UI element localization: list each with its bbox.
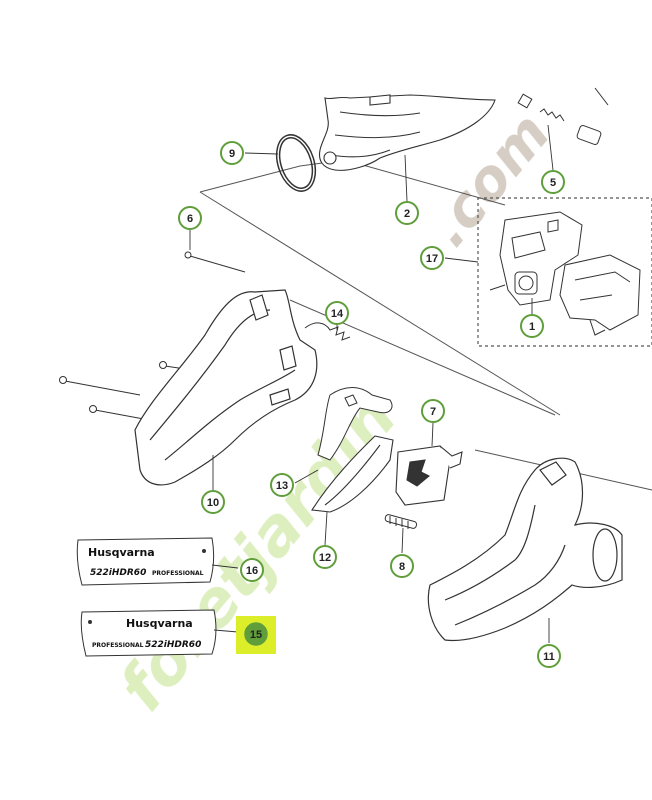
callout-label: 16 (246, 565, 258, 577)
callout-label: 14 (331, 308, 344, 320)
callout-label: 1 (529, 321, 535, 333)
callout-circle (313, 545, 337, 569)
callout-17: 17 (420, 246, 444, 270)
decal-16-model: 522iHDR60 (90, 568, 146, 578)
callout-circle (420, 246, 444, 270)
inset-box (477, 197, 652, 347)
callouts: 9 2 5 6 17 1 14 7 13 10 12 8 16 15 11 (178, 141, 565, 668)
part-9-o-ring (275, 134, 317, 192)
callout-11: 11 (537, 644, 561, 668)
decal-15-brand: Husqvarna (126, 617, 193, 630)
callout-5: 5 (541, 170, 565, 194)
callout-1: 1 (520, 314, 544, 338)
callout-9: 9 (220, 141, 244, 165)
callout-circle (244, 622, 268, 646)
callout-circle (395, 201, 419, 225)
part-10-left-handle (134, 289, 318, 486)
part-5-spring-pin (517, 87, 609, 145)
callout-circle (178, 206, 202, 230)
callout-label: 17 (426, 253, 438, 265)
decal-16-tag: PROFESSIONAL (152, 570, 204, 577)
part-15-decal: Husqvarna PROFESSIONAL 522iHDR60 (80, 609, 217, 657)
callout-circle (520, 314, 544, 338)
part-2-upper-housing (318, 94, 496, 171)
callout-label: 9 (229, 148, 235, 160)
callout-circle (240, 558, 264, 582)
decal-15-tag: PROFESSIONAL (92, 642, 144, 649)
callout-label: 8 (399, 561, 405, 573)
part-17-switch-cover (559, 254, 641, 336)
callout-label: 13 (276, 480, 288, 492)
decal-15-model: 522iHDR60 (145, 640, 201, 650)
callout-circle (201, 490, 225, 514)
callout-7: 7 (421, 399, 445, 423)
callout-label: 12 (319, 552, 331, 564)
callout-circle (537, 644, 561, 668)
callout-16: 16 (240, 558, 264, 582)
callout-label: 7 (430, 406, 436, 418)
callout-label: 15 (250, 629, 262, 641)
callout-label: 5 (550, 177, 556, 189)
callout-label: 2 (404, 208, 410, 220)
callout-label: 6 (187, 213, 193, 225)
bluetooth-icon (88, 620, 92, 624)
callout-10: 10 (201, 490, 225, 514)
part-13-trigger (317, 387, 393, 461)
decal-16-brand: Husqvarna (88, 546, 155, 559)
callout-2: 2 (395, 201, 419, 225)
callout-label: 10 (207, 497, 219, 509)
part-14-spring (304, 322, 351, 341)
callout-14: 14 (325, 301, 349, 325)
callout-13: 13 (270, 473, 294, 497)
callout-circle (325, 301, 349, 325)
leader-lines (189, 124, 554, 643)
callout-circle (390, 554, 414, 578)
part-16-decal: Husqvarna 522iHDR60 PROFESSIONAL (76, 537, 215, 586)
part-1-switch-assembly (499, 211, 583, 306)
part-11-right-handle (427, 457, 623, 642)
callout-12: 12 (313, 545, 337, 569)
part-7-lock-plate (395, 445, 463, 506)
callout-circle (270, 473, 294, 497)
part-8-pin (384, 514, 418, 529)
callout-circle (220, 141, 244, 165)
callout-circle (421, 399, 445, 423)
callout-15: 15 (244, 622, 268, 646)
part-6-screws (59, 251, 246, 423)
part-12-lock-cover (311, 435, 394, 513)
callout-circle (541, 170, 565, 194)
callout-label: 11 (543, 651, 555, 663)
bluetooth-icon (202, 549, 206, 553)
callout-8: 8 (390, 554, 414, 578)
callout-6: 6 (178, 206, 202, 230)
